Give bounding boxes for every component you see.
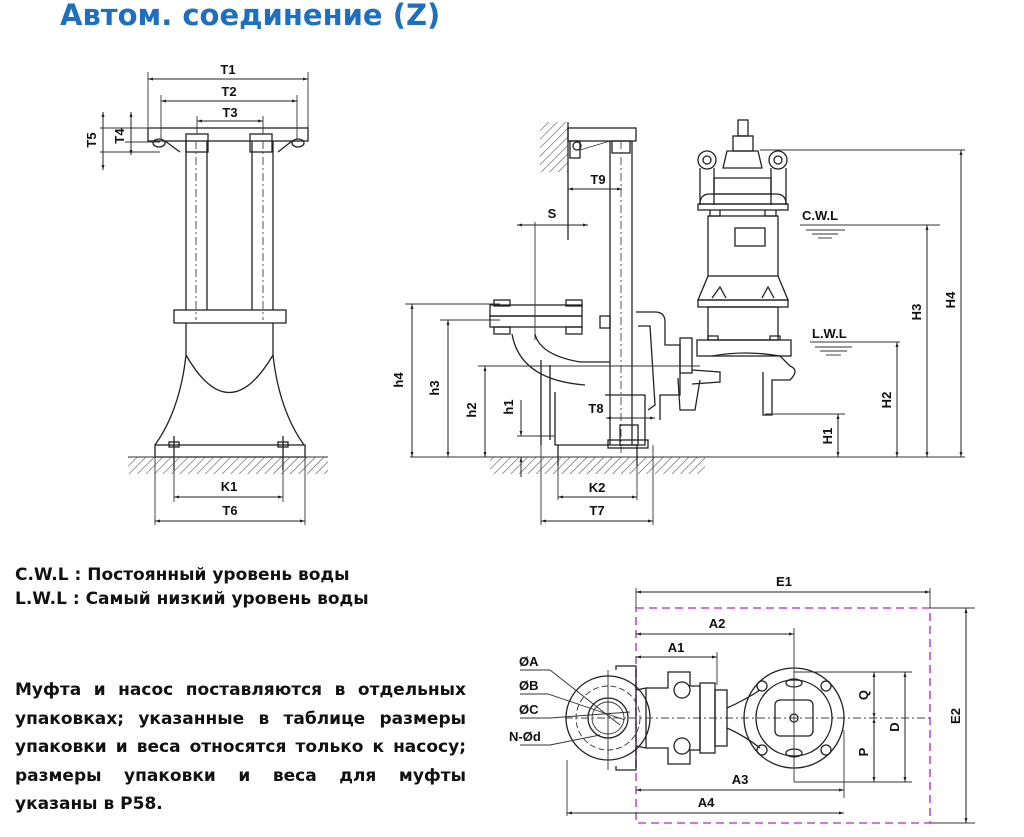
dim-E1: E1 xyxy=(776,574,792,589)
note-line: Муфта и насос поставляются в отдельных xyxy=(15,680,466,700)
side-view: C.W.L L.W.L H1 H2 H3 H4 h4 h3 h2 h1 T9 S xyxy=(391,119,965,525)
dim-h4: h4 xyxy=(391,372,406,388)
ground-hatch xyxy=(128,457,328,474)
wall-hatch xyxy=(540,122,568,172)
page-title: Автом. соединение (Z) xyxy=(60,0,441,32)
label-Nd: N-Ød xyxy=(509,729,541,744)
rail-plate xyxy=(173,309,287,324)
bolt-hole xyxy=(152,138,166,148)
dim-T3: T3 xyxy=(222,105,237,120)
packaging-note: Муфта и насос поставляются в отдельных у… xyxy=(15,676,466,819)
label-dA: ØA xyxy=(519,654,539,669)
dim-Q: Q xyxy=(856,690,871,700)
dim-E2: E2 xyxy=(948,708,963,724)
dim-D: D xyxy=(887,722,902,731)
front-view: T1 T2 T3 T5 T4 K1 T6 xyxy=(84,62,328,525)
dim-T7: T7 xyxy=(589,503,604,518)
dim-K1: K1 xyxy=(221,479,238,494)
dim-T8: T8 xyxy=(588,401,603,416)
dim-T1: T1 xyxy=(220,62,235,77)
note-line: упаковки и веса относятся только к насос… xyxy=(15,737,466,757)
dim-h2: h2 xyxy=(464,402,479,417)
top-bracket xyxy=(147,127,309,142)
dim-A3: A3 xyxy=(732,772,749,787)
dim-T4: T4 xyxy=(112,128,127,144)
dim-T5: T5 xyxy=(84,132,99,147)
dim-h3: h3 xyxy=(427,380,442,395)
note-line: упаковках; указанные в таблице размеры xyxy=(15,708,466,729)
dim-S: S xyxy=(548,206,557,221)
dim-H4: H4 xyxy=(943,291,958,308)
bolt-hole xyxy=(291,138,305,148)
dim-h1: h1 xyxy=(501,399,516,414)
cwl-label: C.W.L xyxy=(802,208,838,223)
dim-A1: A1 xyxy=(668,640,685,655)
plan-view: ØA ØB ØC N-Ød E1 A2 A1 A3 xyxy=(509,574,975,824)
note-line: указаны в P58. xyxy=(15,794,163,814)
dim-K2: K2 xyxy=(589,480,606,495)
dim-H2: H2 xyxy=(879,392,894,409)
dim-T9: T9 xyxy=(590,172,605,187)
legend-cwl: C.W.L : Постоянный уровень воды xyxy=(15,565,350,585)
dim-H1: H1 xyxy=(820,428,835,445)
note-line: размеры упаковки и веса для муфты xyxy=(15,765,466,786)
dim-T6: T6 xyxy=(222,503,237,518)
dim-A2: A2 xyxy=(709,616,726,631)
legend-lwl: L.W.L : Самый низкий уровень воды xyxy=(15,589,369,609)
dim-P: P xyxy=(856,747,871,756)
dim-T2: T2 xyxy=(221,84,236,99)
lwl-label: L.W.L xyxy=(812,326,847,341)
pump xyxy=(696,119,796,416)
dim-H3: H3 xyxy=(909,304,924,321)
label-dB: ØB xyxy=(519,678,539,693)
dim-A4: A4 xyxy=(698,795,715,810)
label-dC: ØC xyxy=(519,702,539,717)
water-level-legend: C.W.L : Постоянный уровень воды L.W.L : … xyxy=(15,563,369,611)
